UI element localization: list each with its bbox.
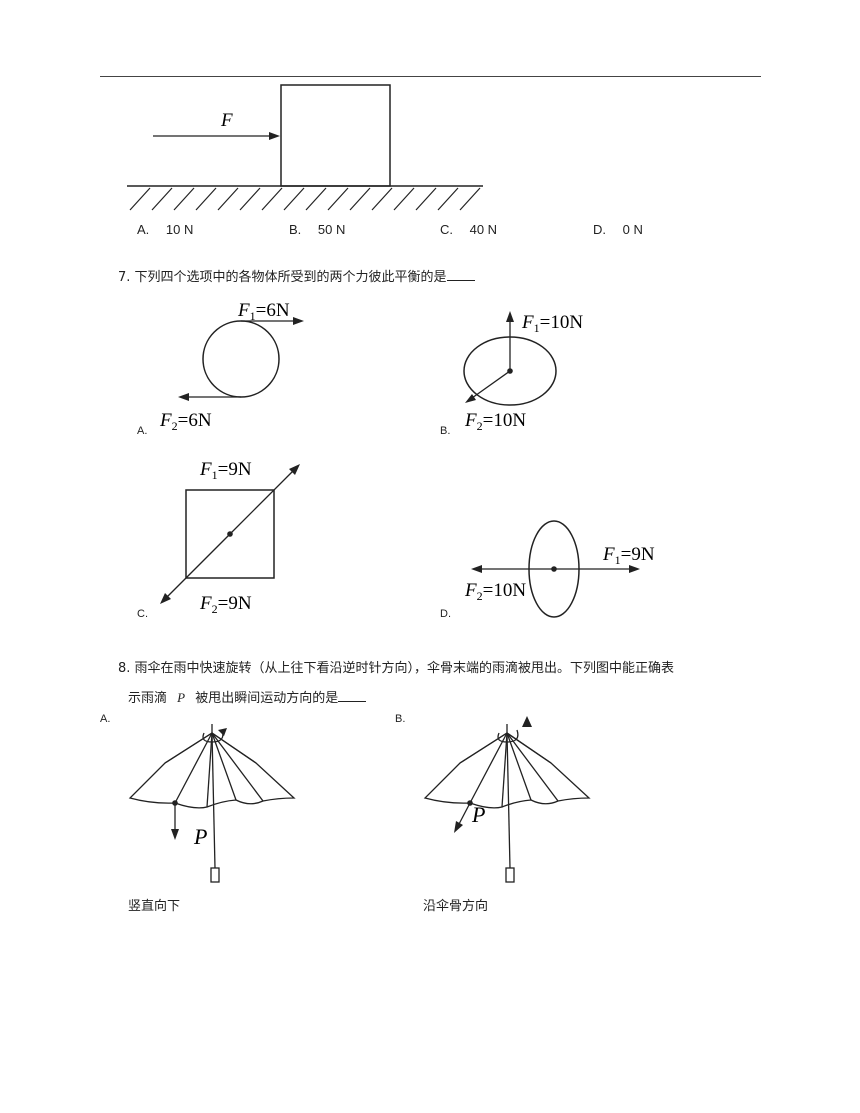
svg-text:F2=9N: F2=9N [199, 593, 252, 616]
top-divider [100, 76, 761, 77]
q8-number: 8. [118, 661, 131, 676]
q7-option-a-label[interactable]: A. [137, 425, 148, 437]
q6-option-b[interactable]: B. 50 N [289, 222, 346, 237]
umbrella-b-point-label: P [471, 802, 485, 827]
svg-text:F2=10N: F2=10N [464, 580, 526, 603]
q7-text: 下列四个选项中的各物体所受到的两个力彼此平衡的是 [134, 270, 447, 285]
q8-stem-line2: 示雨滴 P 被甩出瞬间运动方向的是 [128, 688, 367, 709]
q6-option-a[interactable]: A. 10 N [137, 222, 194, 237]
svg-text:F1=9N: F1=9N [602, 544, 655, 567]
q8-option-b-caption: 沿伞骨方向 [423, 899, 489, 914]
q6-option-d[interactable]: D. 0 N [593, 222, 643, 237]
q8-option-b-label[interactable]: B. [395, 713, 406, 725]
svg-text:F1=10N: F1=10N [521, 312, 583, 335]
q7-number: 7. [118, 270, 131, 285]
q7-option-b-label[interactable]: B. [440, 425, 451, 437]
svg-text:F2=6N: F2=6N [159, 410, 212, 433]
svg-text:F2=10N: F2=10N [464, 410, 526, 433]
q8-option-a-label[interactable]: A. [100, 713, 111, 725]
q7-option-c-label[interactable]: C. [137, 608, 148, 620]
q8-point-p: P [177, 690, 186, 705]
q7-answer-blank[interactable] [446, 268, 475, 281]
ground-hatching [129, 187, 481, 211]
svg-text:F1=9N: F1=9N [199, 459, 252, 482]
umbrella-a-point-label: P [193, 824, 207, 849]
q6-option-c[interactable]: C. 40 N [440, 222, 498, 237]
q8-option-a-caption: 竖直向下 [128, 899, 181, 914]
q7-stem: 7. 下列四个选项中的各物体所受到的两个力彼此平衡的是 [118, 268, 475, 288]
q8-text-line1: 雨伞在雨中快速旋转（从上往下看沿逆时针方向），伞骨末端的雨滴被甩出。下列图中能正… [134, 661, 675, 676]
svg-text:F1=6N: F1=6N [237, 300, 290, 323]
umbrella-b [423, 724, 591, 883]
q7-option-d-label[interactable]: D. [440, 608, 451, 620]
q8-answer-blank[interactable] [338, 689, 367, 702]
q6-block-figure: F [127, 84, 483, 211]
umbrella-a [128, 724, 296, 883]
force-label: F [220, 110, 233, 131]
block [280, 84, 391, 187]
q8-stem: 8. 雨伞在雨中快速旋转（从上往下看沿逆时针方向），伞骨末端的雨滴被甩出。下列图… [118, 659, 778, 679]
